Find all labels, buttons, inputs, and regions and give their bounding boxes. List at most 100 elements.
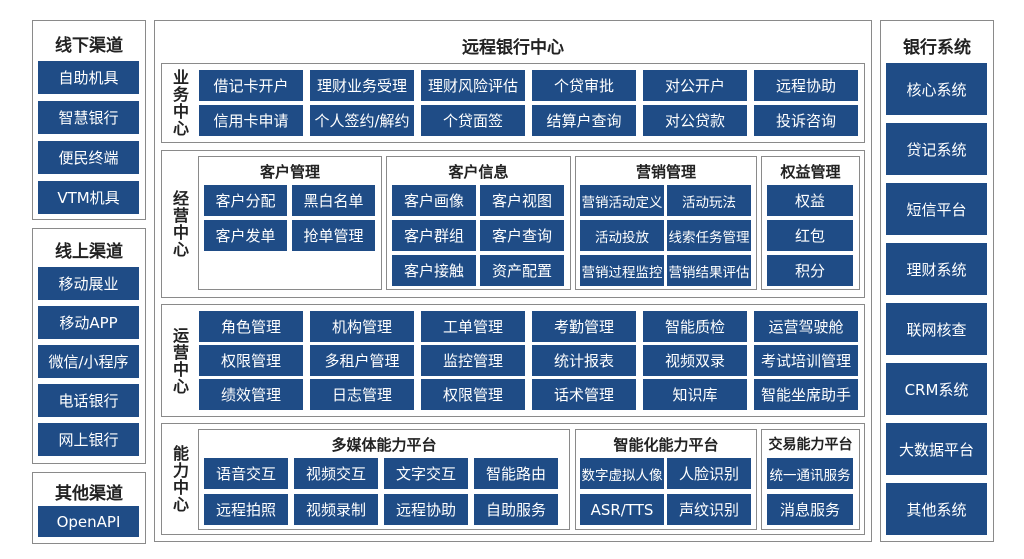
op-item[interactable]: 营销活动定义	[580, 185, 664, 216]
ops-item[interactable]: 监控管理	[421, 345, 525, 376]
ops-item[interactable]: 智能坐席助手	[754, 379, 858, 410]
remote-bank-center-panel: 远程银行中心 业务中心 借记卡开户 理财业务受理 理财风险评估 个贷审批 对公开…	[154, 20, 872, 542]
online-item[interactable]: 移动APP	[38, 306, 139, 339]
op-item[interactable]: 客户接触	[392, 255, 476, 286]
cap-item[interactable]: 文字交互	[384, 458, 468, 489]
business-item[interactable]: 理财风险评估	[421, 70, 525, 101]
op-item[interactable]: 营销结果评估	[667, 255, 751, 286]
offline-channel-panel: 线下渠道 自助机具 智慧银行 便民终端 VTM机具	[32, 20, 146, 220]
op-item[interactable]: 客户查询	[480, 220, 564, 251]
cap-item[interactable]: 自助服务	[474, 494, 558, 525]
ops-item[interactable]: 智能质检	[643, 311, 747, 342]
ops-item[interactable]: 绩效管理	[199, 379, 303, 410]
cap-item[interactable]: 视频交互	[294, 458, 378, 489]
bank-system-item[interactable]: 核心系统	[886, 63, 987, 115]
ops-item[interactable]: 话术管理	[532, 379, 636, 410]
op-item[interactable]: 客户群组	[392, 220, 476, 251]
op-item[interactable]: 红包	[767, 220, 853, 251]
business-item[interactable]: 信用卡申请	[199, 105, 303, 136]
group-title: 权益管理	[780, 163, 841, 181]
cap-item[interactable]: 视频录制	[294, 494, 378, 525]
cap-item[interactable]: 消息服务	[767, 494, 853, 525]
center-title: 远程银行中心	[462, 38, 564, 58]
group-title: 客户信息	[448, 163, 509, 181]
business-item[interactable]: 个人签约/解约	[310, 105, 414, 136]
cap-item[interactable]: 人脸识别	[667, 458, 751, 489]
bank-system-item[interactable]: 贷记系统	[886, 123, 987, 175]
business-item[interactable]: 理财业务受理	[310, 70, 414, 101]
op-item[interactable]: 资产配置	[480, 255, 564, 286]
ops-item[interactable]: 考勤管理	[532, 311, 636, 342]
cap-item[interactable]: ASR/TTS	[580, 494, 664, 525]
cap-item[interactable]: 语音交互	[204, 458, 288, 489]
bank-system-item[interactable]: 理财系统	[886, 243, 987, 295]
op-item[interactable]: 黑白名单	[292, 185, 375, 216]
operation-center-label: 经营中心	[172, 189, 189, 259]
ops-item[interactable]: 运营驾驶舱	[754, 311, 858, 342]
bank-system-panel: 银行系统 核心系统 贷记系统 短信平台 理财系统 联网核查 CRM系统 大数据平…	[880, 20, 994, 542]
op-item[interactable]: 客户发单	[204, 220, 287, 251]
business-item[interactable]: 个贷面签	[421, 105, 525, 136]
capability-center-panel: 能力中心 多媒体能力平台 语音交互 视频交互 文字交互 智能路由 远程拍照 视频…	[161, 423, 865, 535]
online-channel-title: 线上渠道	[55, 242, 123, 262]
op-item[interactable]: 客户分配	[204, 185, 287, 216]
bank-system-item[interactable]: 大数据平台	[886, 423, 987, 475]
business-item[interactable]: 对公开户	[643, 70, 747, 101]
cap-item[interactable]: 智能路由	[474, 458, 558, 489]
ops-item[interactable]: 机构管理	[310, 311, 414, 342]
ops-item[interactable]: 多租户管理	[310, 345, 414, 376]
offline-item[interactable]: 便民终端	[38, 141, 139, 174]
cap-item[interactable]: 远程协助	[384, 494, 468, 525]
business-item[interactable]: 结算户查询	[532, 105, 636, 136]
online-item[interactable]: 电话银行	[38, 384, 139, 417]
cap-item[interactable]: 声纹识别	[667, 494, 751, 525]
offline-item[interactable]: 自助机具	[38, 61, 139, 94]
ops-item[interactable]: 日志管理	[310, 379, 414, 410]
offline-item[interactable]: 智慧银行	[38, 101, 139, 134]
op-item[interactable]: 线索任务管理	[667, 220, 751, 251]
ops-item[interactable]: 统计报表	[532, 345, 636, 376]
business-item[interactable]: 投诉咨询	[754, 105, 858, 136]
customer-info-group: 客户信息 客户画像 客户视图 客户群组 客户查询 客户接触 资产配置	[386, 156, 571, 290]
group-title: 交易能力平台	[768, 437, 853, 453]
ops-item[interactable]: 知识库	[643, 379, 747, 410]
group-title: 客户管理	[259, 163, 320, 181]
offline-item[interactable]: VTM机具	[38, 181, 139, 214]
business-item[interactable]: 远程协助	[754, 70, 858, 101]
bank-system-item[interactable]: 短信平台	[886, 183, 987, 235]
online-item[interactable]: 微信/小程序	[38, 345, 139, 378]
op-item[interactable]: 积分	[767, 255, 853, 286]
business-center-panel: 业务中心 借记卡开户 理财业务受理 理财风险评估 个贷审批 对公开户 远程协助 …	[161, 63, 865, 143]
op-item[interactable]: 抢单管理	[292, 220, 375, 251]
cap-item[interactable]: 数字虚拟人像	[580, 458, 664, 489]
op-item[interactable]: 活动玩法	[667, 185, 751, 216]
op-item[interactable]: 营销过程监控	[580, 255, 664, 286]
group-title: 营销管理	[635, 163, 696, 181]
cap-item[interactable]: 远程拍照	[204, 494, 288, 525]
operation-center-panel: 经营中心 客户管理 客户分配 黑白名单 客户发单 抢单管理 客户信息 客户画像 …	[161, 150, 865, 298]
ops-item[interactable]: 考试培训管理	[754, 345, 858, 376]
bank-system-item[interactable]: 联网核查	[886, 303, 987, 355]
group-title: 多媒体能力平台	[331, 436, 437, 454]
ops-item[interactable]: 工单管理	[421, 311, 525, 342]
other-item[interactable]: OpenAPI	[38, 506, 139, 537]
business-item[interactable]: 借记卡开户	[199, 70, 303, 101]
ops-item[interactable]: 视频双录	[643, 345, 747, 376]
business-item[interactable]: 个贷审批	[532, 70, 636, 101]
business-item[interactable]: 对公贷款	[643, 105, 747, 136]
other-channel-title: 其他渠道	[55, 484, 123, 504]
ops-item[interactable]: 权限管理	[199, 345, 303, 376]
group-title: 智能化能力平台	[613, 436, 719, 454]
online-item[interactable]: 移动展业	[38, 267, 139, 300]
ops-item[interactable]: 权限管理	[421, 379, 525, 410]
cap-item[interactable]: 统一通讯服务	[767, 458, 853, 489]
op-item[interactable]: 活动投放	[580, 220, 664, 251]
op-item[interactable]: 权益	[767, 185, 853, 216]
bank-system-item[interactable]: 其他系统	[886, 483, 987, 535]
op-item[interactable]: 客户画像	[392, 185, 476, 216]
ops-item[interactable]: 角色管理	[199, 311, 303, 342]
bank-system-item[interactable]: CRM系统	[886, 363, 987, 415]
bank-system-title: 银行系统	[903, 38, 971, 58]
online-item[interactable]: 网上银行	[38, 423, 139, 456]
op-item[interactable]: 客户视图	[480, 185, 564, 216]
